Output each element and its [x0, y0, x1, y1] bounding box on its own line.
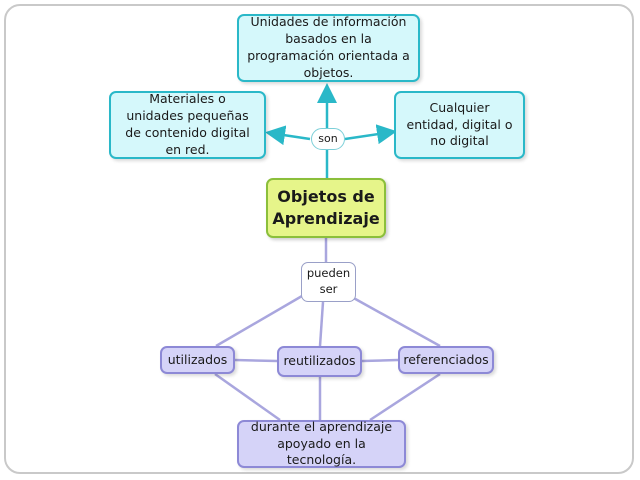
link-label-son: son — [311, 128, 345, 150]
concept-utilizados: utilizados — [160, 346, 235, 374]
line-pueden-to-referenciados — [349, 294, 441, 348]
concept-right: Cualquier entidad, digital o no digital — [394, 91, 525, 159]
line-pueden-to-utilizados — [215, 294, 303, 348]
line-utilizados-to-bottom — [214, 372, 281, 422]
line-reutilizados-to-referenciados — [361, 358, 399, 363]
arrow-son-to-left — [265, 125, 311, 146]
arrow-son-to-right — [344, 124, 397, 145]
concept-bottom: durante el aprendizaje apoyado en la tec… — [237, 419, 406, 468]
link-label-pueden-ser: pueden ser — [301, 262, 356, 302]
line-utilizados-to-reutilizados — [234, 358, 278, 363]
line-referenciados-to-bottom — [369, 372, 441, 422]
concept-main: Objetos de Aprendizaje — [266, 178, 386, 238]
concept-left: Materiales o unidades pequeñas de conten… — [109, 91, 266, 159]
line-pueden-to-reutilizados — [318, 301, 325, 347]
concept-referenciados: referenciados — [398, 346, 494, 374]
concept-top: Unidades de información basados en la pr… — [237, 14, 420, 82]
concept-reutilizados: reutilizados — [277, 346, 362, 377]
